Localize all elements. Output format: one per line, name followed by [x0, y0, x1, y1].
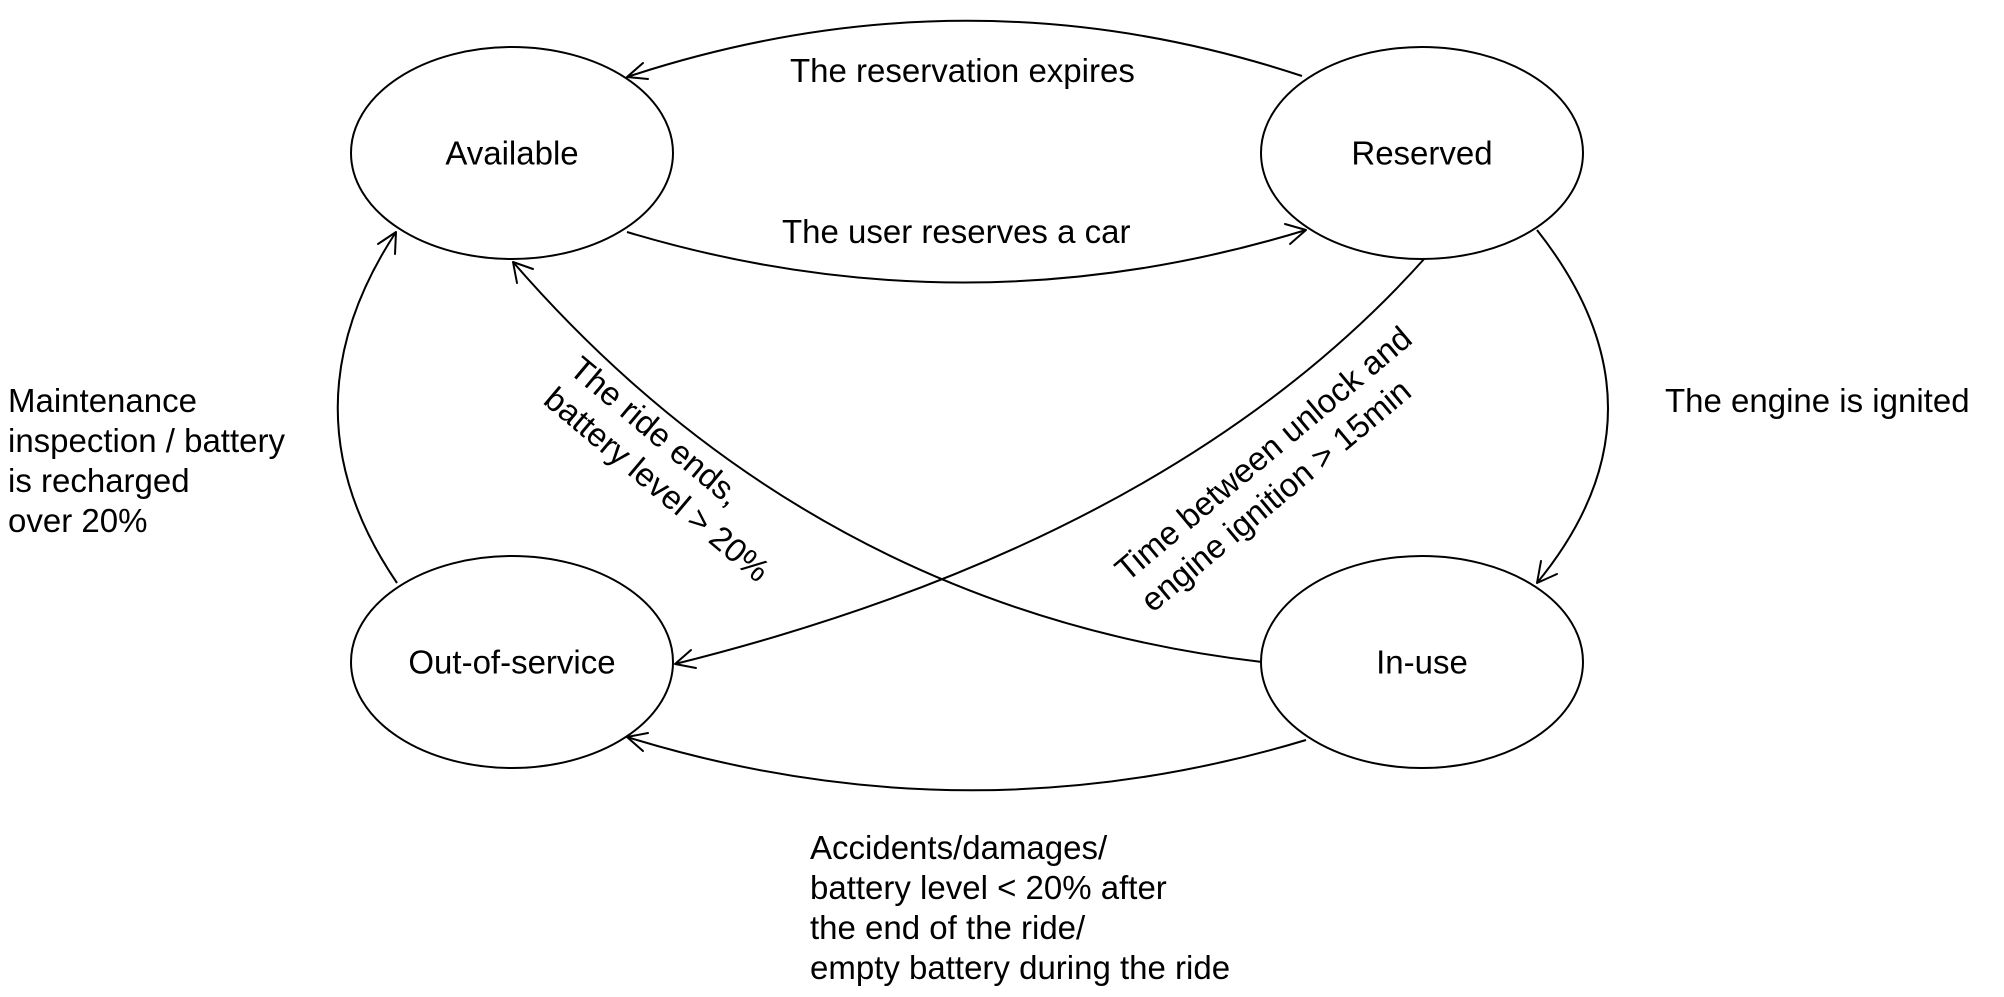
edge-maintenance	[336, 231, 398, 584]
label-ride-ends: The ride ends, battery level > 20%	[537, 349, 802, 589]
edge-user-reserves	[626, 229, 1307, 284]
state-label-available: Available	[445, 135, 578, 172]
edge-engine-ignited	[1536, 229, 1609, 584]
state-out-of-service: Out-of-service	[350, 555, 674, 769]
edge-reservation-expires	[626, 19, 1303, 78]
edge-accidents	[626, 736, 1307, 792]
state-reserved: Reserved	[1260, 46, 1584, 260]
state-label-reserved: Reserved	[1351, 135, 1492, 172]
state-label-out-of-service: Out-of-service	[408, 644, 615, 681]
label-reservation-expires: The reservation expires	[790, 52, 1135, 89]
state-available: Available	[350, 46, 674, 260]
label-accidents: Accidents/damages/ battery level < 20% a…	[810, 829, 1230, 986]
label-maintenance: Maintenance inspection / battery is rech…	[8, 382, 294, 539]
arrowhead-ride-ends	[512, 261, 534, 284]
label-user-reserves: The user reserves a car	[782, 213, 1130, 250]
arrowhead-user-reserves	[1284, 223, 1307, 245]
state-label-in-use: In-use	[1376, 644, 1468, 681]
arrowhead-engine-ignited	[1536, 560, 1558, 584]
edge-time-between	[674, 257, 1426, 665]
label-engine-ignited: The engine is ignited	[1665, 382, 1970, 419]
arrowhead-time-between	[674, 649, 697, 669]
arrowhead-reservation-expires	[626, 62, 649, 80]
state-in-use: In-use	[1260, 555, 1584, 769]
arrowhead-maintenance	[377, 231, 397, 255]
edge-ride-ends	[512, 261, 1263, 663]
